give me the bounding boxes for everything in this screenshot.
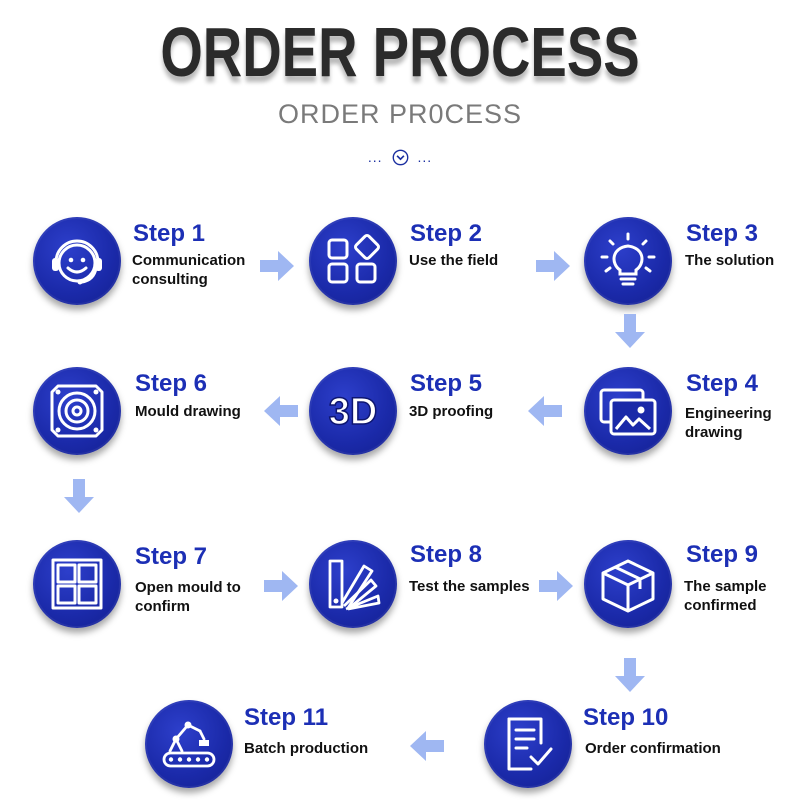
- step-8-label: Step 8: [410, 541, 483, 568]
- conveyor-robot-icon: [162, 721, 216, 768]
- box-icon: [601, 559, 655, 613]
- arrow-left-icon: [410, 731, 444, 761]
- step-11-label: Step 11: [244, 704, 329, 731]
- checklist-icon: [507, 717, 553, 771]
- arrow-left-icon: [264, 396, 298, 426]
- step-11-desc-line1: Batch production: [244, 740, 369, 757]
- step-1-desc-line1: Communication: [132, 252, 246, 269]
- color-swatch-icon: [328, 559, 381, 611]
- window-grid-icon: [51, 558, 103, 610]
- step-6-circle: [33, 367, 121, 455]
- 3d-icon-text: 3D: [329, 391, 378, 433]
- step-9-label: Step 9: [686, 541, 759, 568]
- step-6-desc-line1: Mould drawing: [135, 403, 241, 420]
- arrow-down-icon: [64, 479, 94, 513]
- image-frames-icon: [599, 388, 657, 436]
- speaker-mould-icon: [50, 384, 104, 438]
- step-2-desc-line1: Use the field: [409, 252, 499, 269]
- step-7-circle: [33, 540, 121, 628]
- step-5-desc-line1: 3D proofing: [409, 403, 494, 420]
- step-6-label: Step 6: [135, 370, 208, 397]
- step-9-desc-line1: The sample: [684, 578, 767, 595]
- step-10-label: Step 10: [583, 704, 669, 731]
- step-1-desc-line2: consulting: [132, 271, 208, 288]
- step-9-circle: [584, 540, 672, 628]
- step-8-desc-line1: Test the samples: [409, 578, 530, 595]
- step-1-circle: [33, 217, 121, 305]
- arrow-right-icon: [539, 571, 573, 601]
- step-4-circle: [584, 367, 672, 455]
- apps-grid-icon: [327, 234, 380, 284]
- step-2-circle: [309, 217, 397, 305]
- step-3-desc-line1: The solution: [685, 252, 775, 269]
- step-10-desc-line1: Order confirmation: [585, 740, 721, 757]
- step-7-desc-line1: Open mould to: [135, 579, 241, 596]
- step-4-desc-line2: drawing: [685, 424, 743, 441]
- step-4-desc-line1: Engineering: [685, 405, 772, 422]
- divider: ... ...: [340, 146, 460, 168]
- page-subtitle: ORDER PR0CESS: [277, 99, 523, 129]
- step-5-circle: 3D: [309, 367, 397, 455]
- divider-dots-left: ...: [367, 149, 383, 165]
- step-4-label: Step 4: [686, 370, 759, 397]
- arrow-right-icon: [536, 251, 570, 281]
- step-7-label: Step 7: [135, 543, 208, 570]
- lightbulb-icon: [600, 232, 656, 286]
- step-10-circle: [484, 700, 572, 788]
- step-1-label: Step 1: [133, 220, 206, 247]
- divider-dots-right: ...: [417, 149, 433, 165]
- 3d-icon: 3D: [328, 390, 378, 434]
- arrow-right-icon: [264, 571, 298, 601]
- step-9-desc-line2: confirmed: [684, 597, 757, 614]
- step-3-label: Step 3: [686, 220, 759, 247]
- step-11-circle: [145, 700, 233, 788]
- step-7-desc-line2: confirm: [135, 598, 191, 615]
- arrow-down-icon: [615, 658, 645, 692]
- headset-smiley-icon: [52, 239, 102, 285]
- arrow-down-icon: [615, 314, 645, 348]
- step-5-label: Step 5: [410, 370, 483, 397]
- arrow-left-icon: [528, 396, 562, 426]
- step-8-circle: [309, 540, 397, 628]
- chevron-down-icon: [392, 149, 408, 165]
- step-2-label: Step 2: [410, 220, 483, 247]
- arrow-right-icon: [260, 251, 294, 281]
- step-3-circle: [584, 217, 672, 305]
- page-title: ORDER PROCESS: [160, 13, 640, 91]
